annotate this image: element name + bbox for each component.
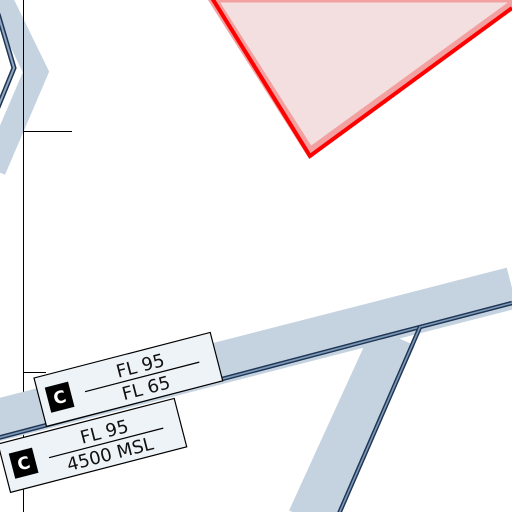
- limit-divider: [84, 361, 200, 393]
- airspace-boundary-northwest: [0, 0, 50, 175]
- airspace-label-box: [0, 397, 188, 494]
- class-badge: [44, 381, 75, 413]
- limit-divider: [48, 427, 164, 459]
- class-badge: [8, 447, 39, 479]
- airspace-label-box: [33, 331, 224, 428]
- class-letter: C: [51, 387, 68, 409]
- airspace-label-1[interactable]: C FL 95 FL 65: [33, 331, 224, 428]
- class-letter: C: [15, 453, 32, 475]
- restricted-area: [207, 0, 512, 159]
- airspace-label-2[interactable]: C FL 95 4500 MSL: [0, 397, 188, 494]
